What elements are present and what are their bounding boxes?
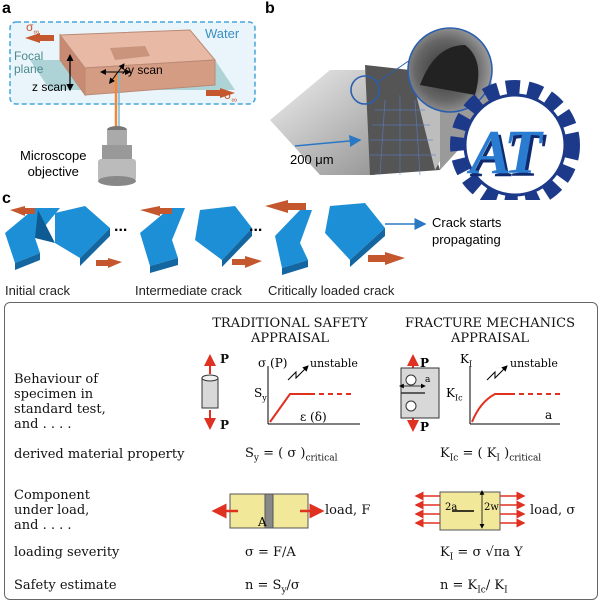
left-p-bottom: P	[220, 418, 230, 432]
specimen-intermediate	[140, 206, 252, 273]
logo-text: AT	[470, 119, 542, 187]
row-severity-label: loading severity	[14, 545, 120, 560]
ki-label: KI	[460, 352, 473, 369]
right-severity-formula: KI = σ √πa Y	[440, 545, 523, 563]
left-p-top: P	[220, 352, 230, 366]
water-label: Water	[205, 26, 240, 41]
ellipsis-1: ...	[114, 218, 128, 235]
panel-c-diagram	[5, 200, 427, 275]
panel-a-label: a	[2, 0, 11, 17]
panel-c-label: c	[2, 190, 11, 207]
row-derived-label: derived material property	[14, 447, 185, 462]
left-safety-formula: n = Sy/σ	[245, 578, 300, 596]
right-safety-formula: n = KIc/ KI	[440, 578, 508, 596]
area-label: A	[258, 515, 267, 529]
right-load-label: load, σ	[530, 503, 576, 518]
right-p-top: P	[420, 356, 430, 370]
two-w-label: 2w	[484, 502, 499, 513]
intermediate-crack-caption: Intermediate crack	[135, 283, 242, 298]
traditional-test-diagram	[201, 354, 360, 430]
critical-crack-caption: Critically loaded crack	[268, 283, 395, 298]
sy-label: Sy	[254, 386, 267, 403]
gear-logo	[450, 80, 580, 200]
panel-b-label: b	[265, 0, 275, 17]
kic-label: KIc	[446, 386, 463, 403]
specimen-critical	[275, 203, 385, 275]
xy-scan-label: xy scan	[122, 63, 163, 77]
right-a-small: a	[425, 375, 431, 385]
crack-notch	[110, 46, 150, 60]
zoom-circle	[350, 75, 380, 105]
z-scan-label: z scan	[32, 80, 67, 94]
initial-crack-caption: Initial crack	[5, 283, 71, 298]
right-derived-formula: KIc = ( KI )critical	[440, 446, 542, 464]
eps-label: ε (δ)	[300, 410, 327, 424]
objective-lens	[107, 130, 127, 145]
right-p-bottom: P	[420, 420, 430, 434]
specimen-crack	[365, 65, 440, 175]
two-a-label: 2a	[445, 502, 458, 513]
panel-a-diagram	[9, 21, 256, 186]
specimen-initial	[5, 206, 110, 270]
right-unstable-label: unstable	[510, 357, 558, 370]
fracture-test-diagram	[399, 354, 560, 432]
sigma-right-label: σ∞	[224, 88, 238, 105]
left-load-label: load, F	[325, 503, 371, 518]
panel-b-diagram	[270, 27, 580, 200]
left-unstable-label: unstable	[310, 357, 358, 370]
left-severity-formula: σ = F/A	[245, 545, 296, 560]
row-safety-label: Safety estimate	[14, 578, 117, 593]
sigma-left-label: σ∞	[26, 20, 40, 37]
sigma-arrow-right	[220, 88, 235, 98]
traditional-component-diagram	[211, 493, 325, 529]
fracture-component-diagram	[414, 490, 526, 531]
sigma-p-label: σ (P)	[258, 356, 288, 370]
ellipsis-2: ...	[249, 218, 263, 235]
scale-bar-label: 200 μm	[290, 152, 334, 167]
a-axis-label: a	[545, 408, 553, 422]
left-derived-formula: Sy = ( σ )critical	[245, 446, 338, 464]
sigma-arrow-left	[25, 33, 40, 43]
